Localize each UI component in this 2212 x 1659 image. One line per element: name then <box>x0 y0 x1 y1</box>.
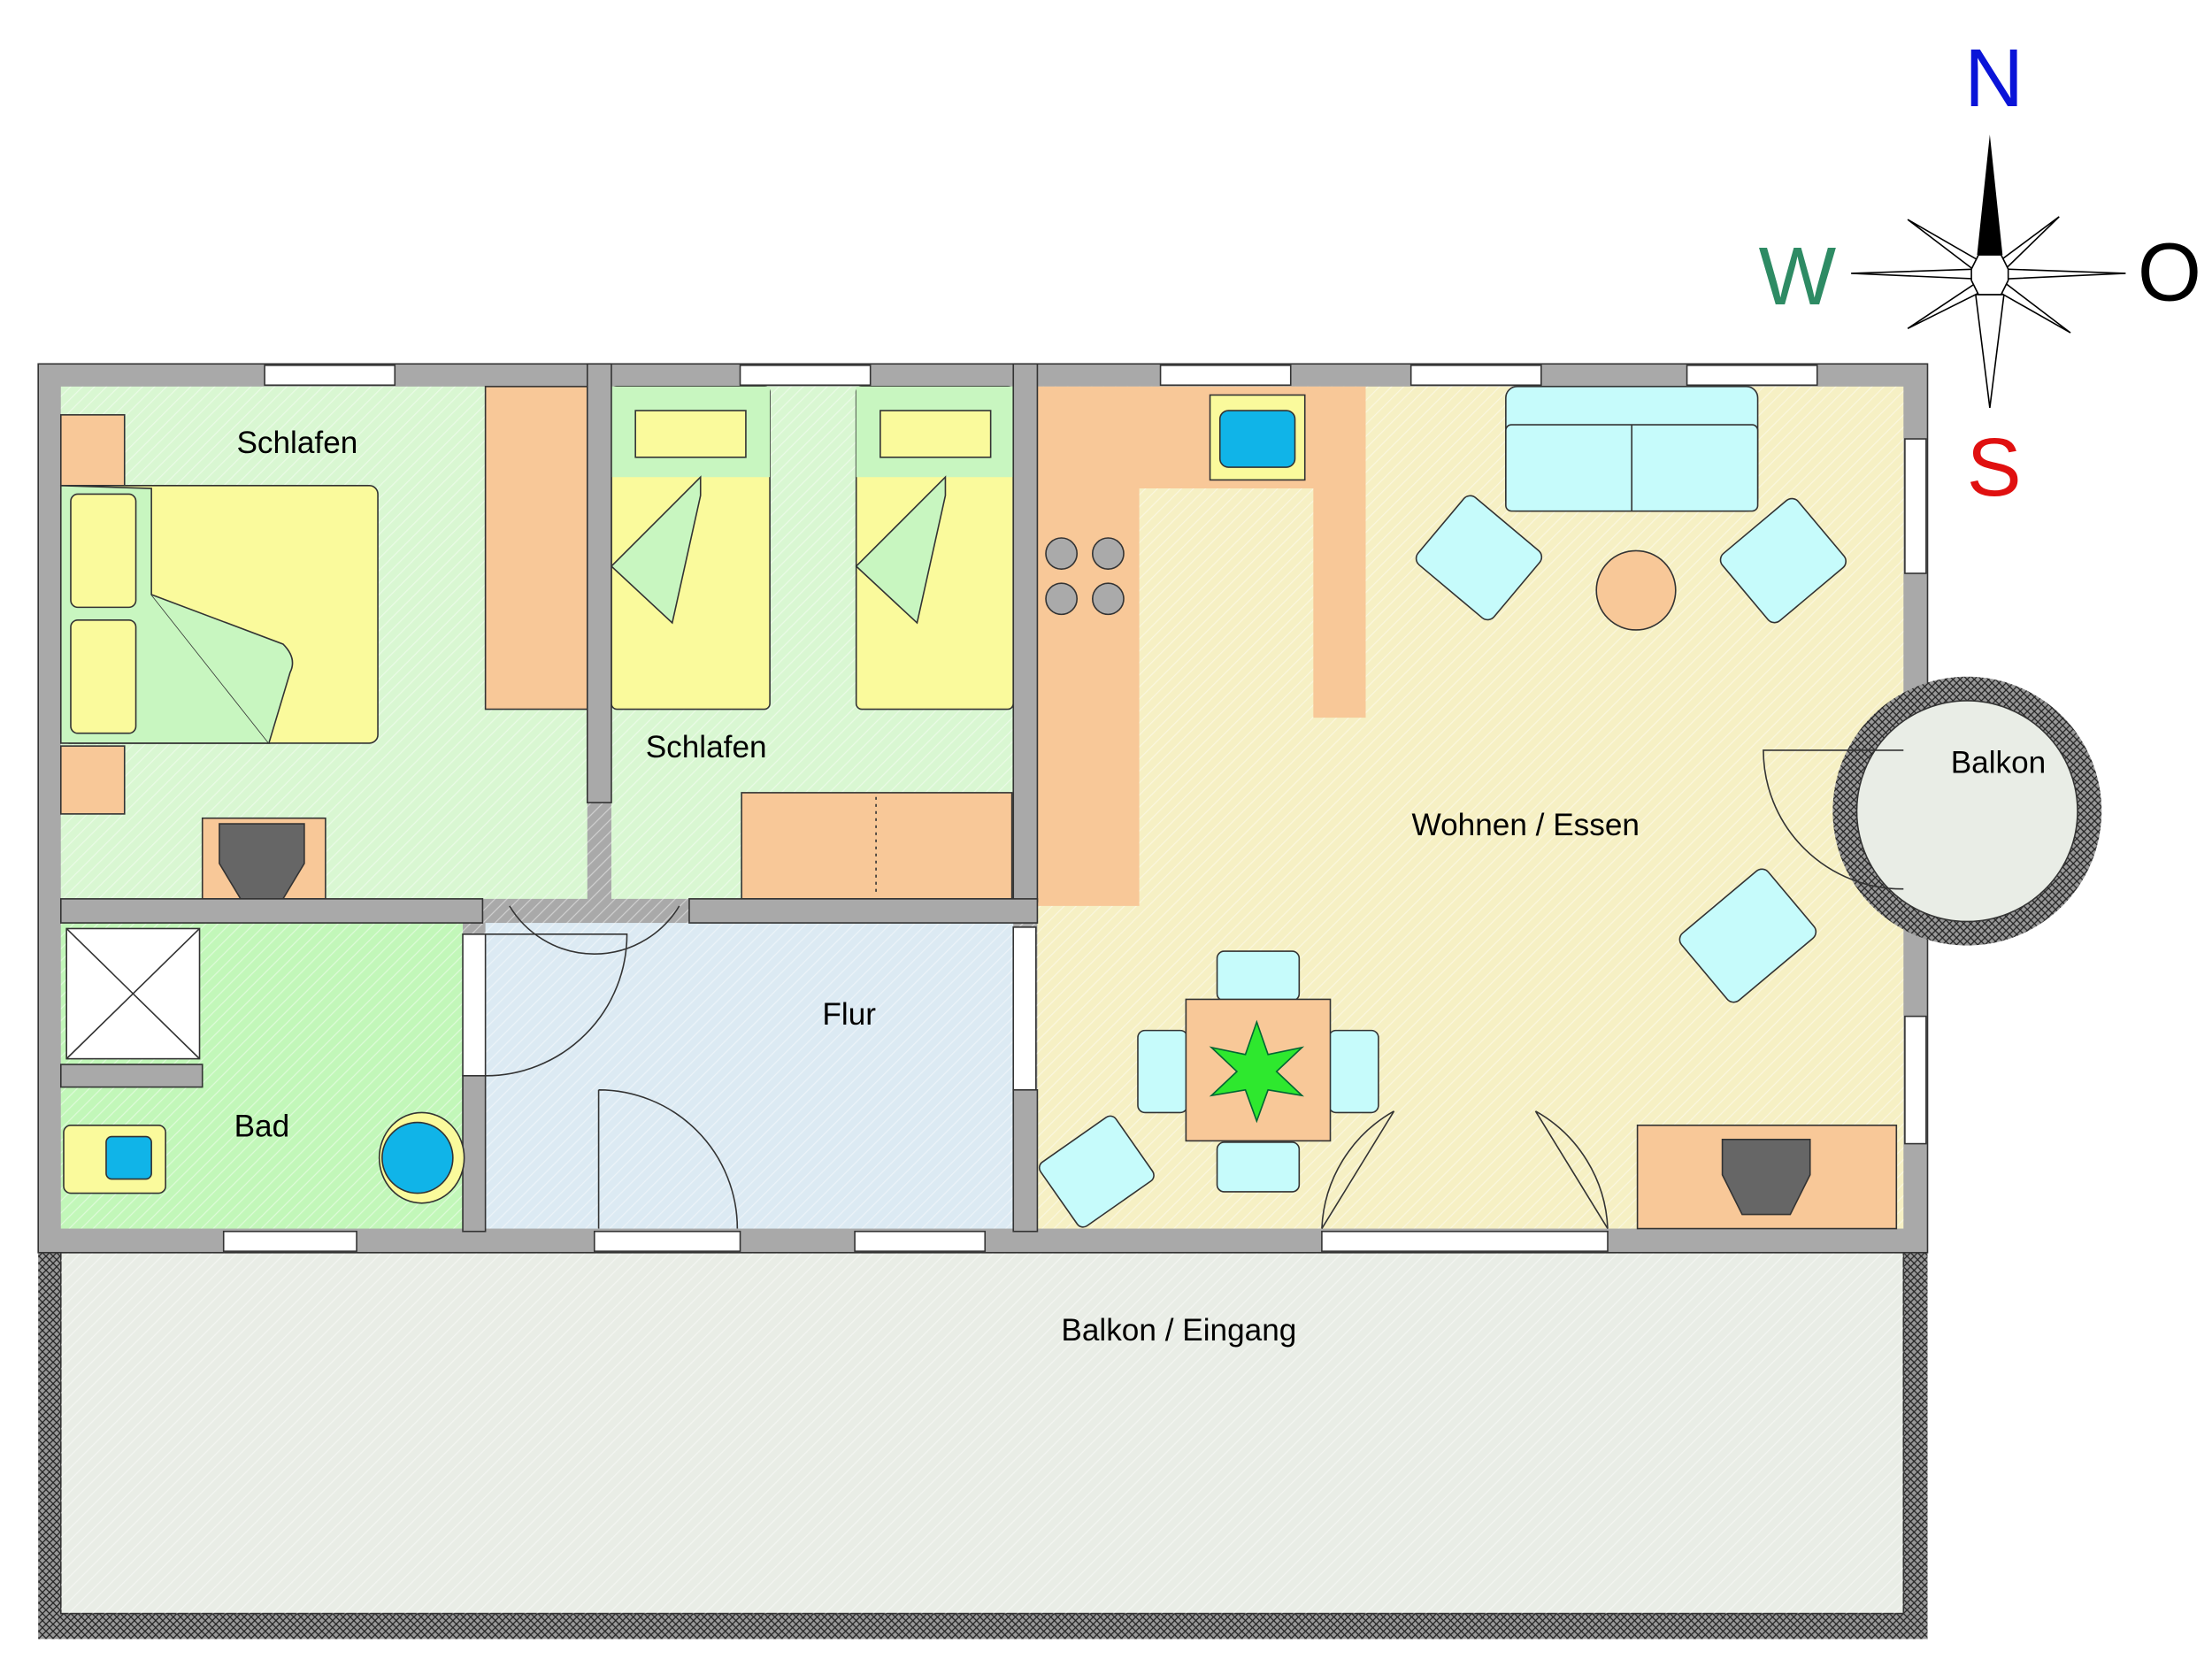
kitchen-counter <box>1037 386 1366 906</box>
wardrobe <box>484 386 588 710</box>
nightstand <box>59 414 126 487</box>
doors <box>485 749 1904 1229</box>
label-bad: Bad <box>234 1110 290 1144</box>
armchair <box>1038 1115 1155 1228</box>
stove <box>1045 537 1125 616</box>
dining-chair <box>1137 1029 1188 1114</box>
label-schlafen-2: Schlafen <box>646 730 767 764</box>
label-balkon: Balkon <box>1951 746 2047 780</box>
nightstand <box>59 745 126 815</box>
label-balkon-eingang: Balkon / Eingang <box>1061 1313 1296 1348</box>
dining-chair <box>1216 950 1301 1002</box>
compass-south: S <box>1967 421 2022 513</box>
compass-rose <box>1851 134 2126 408</box>
armchair <box>1678 868 1817 1003</box>
label-flur: Flur <box>822 997 876 1032</box>
chair-icon <box>1721 1138 1811 1216</box>
label-schlafen-1: Schlafen <box>236 426 357 460</box>
compass-east: O <box>2138 226 2201 318</box>
coffee-table <box>1595 549 1677 631</box>
plant-icon <box>1209 1019 1305 1124</box>
armchair <box>1415 495 1543 621</box>
interior-wall <box>59 1064 204 1088</box>
armchair <box>1719 497 1847 624</box>
north-needle-icon <box>1977 134 2003 256</box>
dining-chair <box>1328 1029 1379 1114</box>
compass-west: W <box>1759 230 1837 322</box>
label-wohnen-essen: Wohnen / Essen <box>1412 808 1640 842</box>
dining-chair <box>1216 1141 1301 1193</box>
compass-north: N <box>1964 32 2024 124</box>
dresser <box>741 792 1013 900</box>
interior-walls <box>59 363 1039 1233</box>
